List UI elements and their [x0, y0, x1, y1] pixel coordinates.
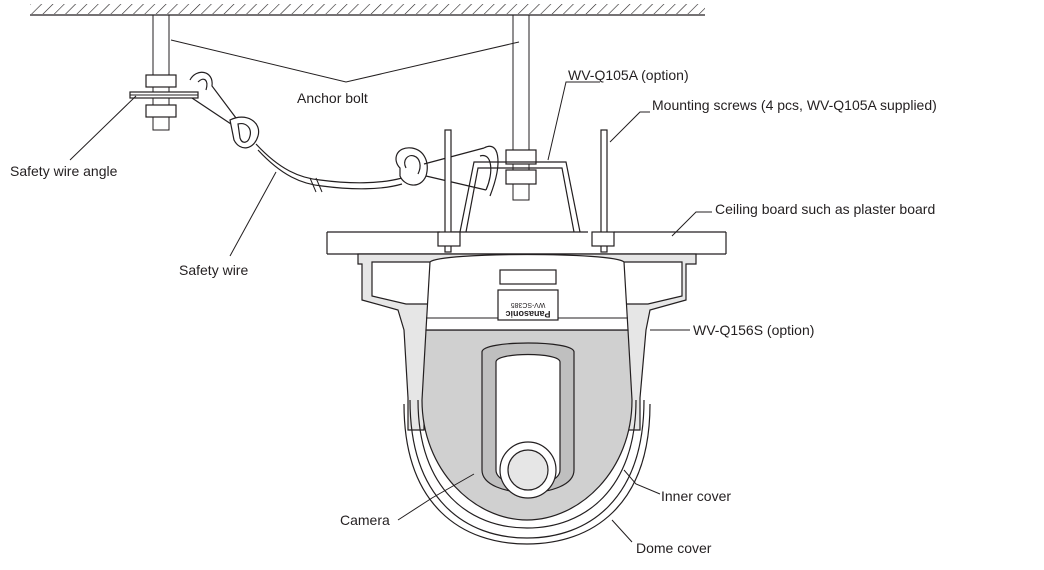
safety-hook-right — [395, 145, 499, 197]
anchor-bolt-right — [505, 14, 537, 201]
ceiling-board — [326, 231, 727, 255]
labels: Anchor bolt WV-Q105A (option) Mounting s… — [10, 67, 937, 556]
safety-hook-left — [189, 71, 260, 149]
anchor-bolt-left — [145, 14, 177, 131]
label-wv-q156s: WV-Q156S (option) — [693, 322, 814, 338]
label-mounting-screws: Mounting screws (4 pcs, WV-Q105A supplie… — [652, 97, 937, 113]
mounting-screws — [437, 129, 615, 253]
leader-lines — [69, 39, 712, 543]
label-dome-cover: Dome cover — [636, 540, 712, 556]
label-safety-wire-angle: Safety wire angle — [10, 163, 118, 179]
label-anchor-bolt: Anchor bolt — [297, 90, 368, 106]
mount-bracket-q105a — [452, 161, 588, 233]
inner-cover — [417, 399, 637, 529]
label-safety-wire: Safety wire — [179, 262, 248, 278]
ceiling-slab — [30, 4, 705, 16]
label-ceiling-board: Ceiling board such as plaster board — [715, 201, 935, 217]
camera-brand-text: Panasonic — [505, 309, 550, 319]
safety-wire-angle-plate — [129, 91, 199, 99]
safety-wire-rope — [255, 143, 403, 193]
camera-model-text: WV-SC385 — [511, 301, 546, 308]
label-wv-q105a: WV-Q105A (option) — [568, 67, 689, 83]
camera-body: WV-SC385 Panasonic — [421, 253, 633, 521]
label-camera: Camera — [340, 512, 390, 528]
label-inner-cover: Inner cover — [661, 488, 731, 504]
